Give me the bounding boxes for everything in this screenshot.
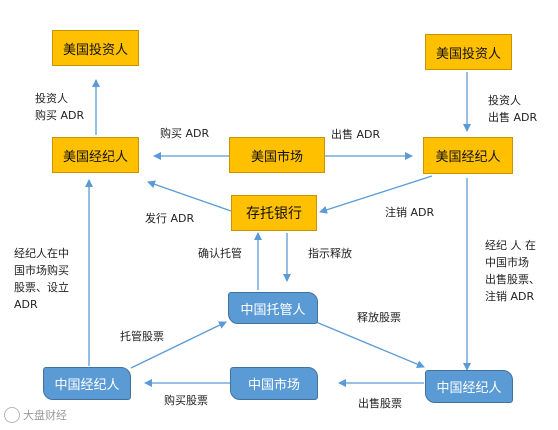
cn-broker-right: 中国经纪人 <box>425 370 513 403</box>
us-investor-right: 美国投资人 <box>425 34 512 70</box>
depository-bank: 存托银行 <box>231 195 317 231</box>
label-instruct-release: 指示释放 <box>308 247 352 260</box>
cn-custodian: 中国托管人 <box>228 292 318 324</box>
label-broker-buy-set: 经纪人在中 国市场购买 股票、设立 ADR <box>14 247 69 311</box>
label-broker-sell-cancel: 经纪 人 在 中国市场 出售股票、 注销 ADR <box>485 239 540 303</box>
label-buy-shares: 购买股票 <box>164 394 208 407</box>
label-confirm-custody: 确认托管 <box>198 247 242 260</box>
us-broker-left: 美国经纪人 <box>52 137 139 173</box>
label-investor-buy: 投资人 购买 ADR <box>35 92 85 122</box>
arrow-cn-broker-left-to-custodian <box>130 321 227 369</box>
us-investor-left: 美国投资人 <box>52 30 139 66</box>
label-issue-adr: 发行 ADR <box>145 212 195 225</box>
label-sell-shares: 出售股票 <box>358 397 402 410</box>
cn-market: 中国市场 <box>230 367 318 400</box>
label-custody-shares: 托管股票 <box>120 330 164 343</box>
label-sell-adr: 出售 ADR <box>331 128 381 141</box>
arrow-custodian-to-cn-broker-right <box>315 321 425 368</box>
watermark-logo-icon <box>4 407 20 423</box>
cn-broker-left: 中国经纪人 <box>43 367 131 400</box>
watermark-text: 大盘财经 <box>23 409 67 422</box>
us-broker-right: 美国经纪人 <box>423 137 513 174</box>
label-release-shares: 释放股票 <box>357 311 401 324</box>
arrow-bank-to-us-broker-left <box>147 180 232 212</box>
us-market: 美国市场 <box>229 137 325 173</box>
label-buy-adr: 购买 ADR <box>160 127 210 140</box>
watermark: 大盘财经 <box>4 407 67 423</box>
label-cancel-adr: 注销 ADR <box>385 206 435 219</box>
arrow-us-broker-right-to-bank <box>319 175 433 214</box>
label-investor-sell: 投资人 出售 ADR <box>488 94 538 124</box>
